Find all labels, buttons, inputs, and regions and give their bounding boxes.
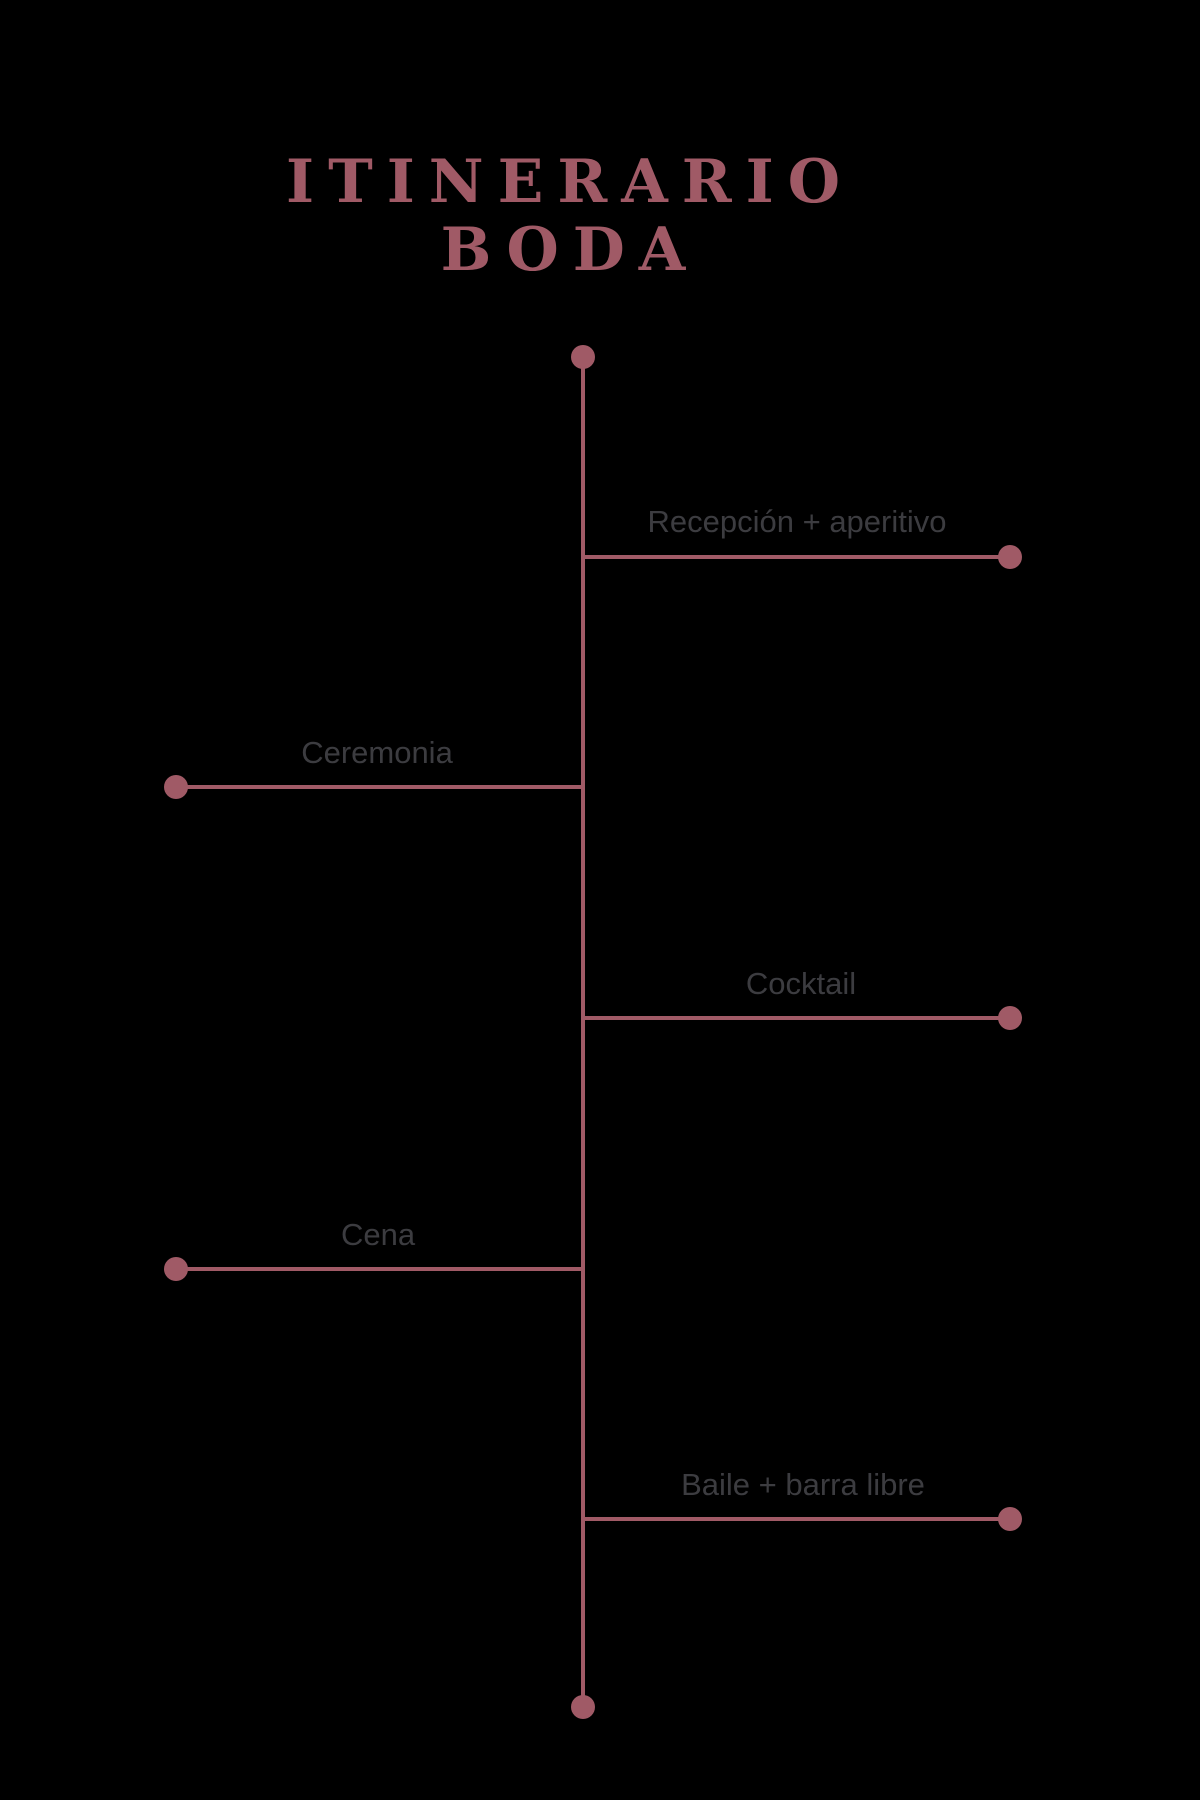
- event-label: Cena: [340, 1217, 416, 1252]
- event-connector: [583, 555, 1010, 559]
- timeline-start-dot: [571, 345, 595, 369]
- title-line-1: ITINERARIO: [286, 147, 854, 217]
- event-connector: [176, 785, 583, 789]
- event-dot: [164, 775, 188, 799]
- event-label: Baile + barra libre: [681, 1467, 925, 1502]
- event-label: Recepción + aperitivo: [647, 504, 947, 539]
- timeline-end-dot: [571, 1695, 595, 1719]
- event-dot: [998, 545, 1022, 569]
- event-label: Ceremonia: [301, 735, 453, 770]
- event-connector: [583, 1517, 1010, 1521]
- event-connector: [176, 1267, 583, 1271]
- timeline-spine: [581, 357, 585, 1707]
- event-dot: [164, 1257, 188, 1281]
- event-dot: [998, 1006, 1022, 1030]
- title-line-2: BODA: [440, 215, 700, 285]
- event-label: Cocktail: [745, 966, 857, 1001]
- event-connector: [583, 1016, 1010, 1020]
- event-dot: [998, 1507, 1022, 1531]
